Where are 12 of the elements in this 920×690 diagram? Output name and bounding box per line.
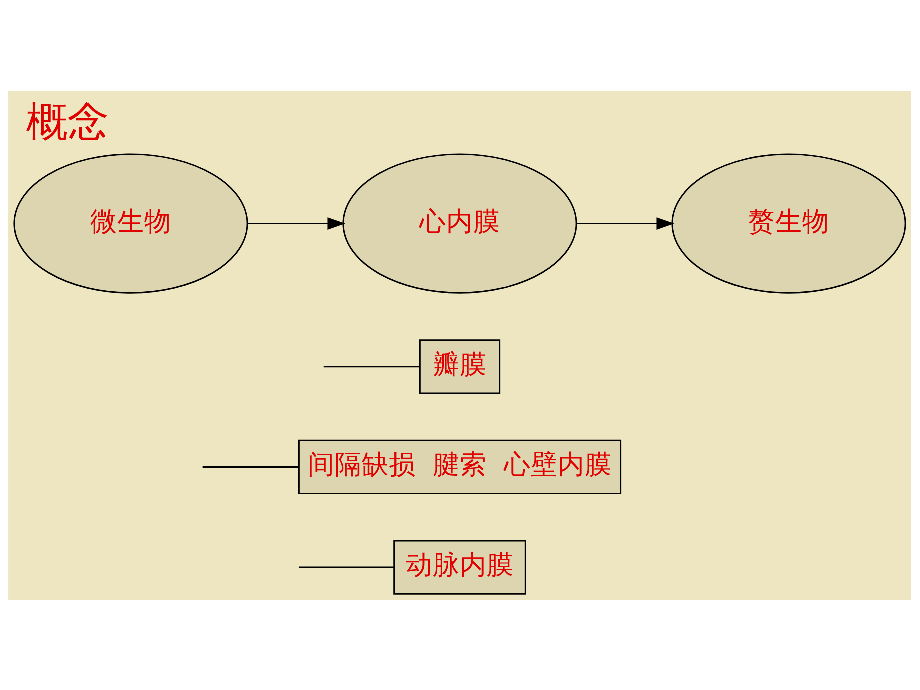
- arrow: [576, 217, 674, 230]
- node-box: 瓣膜: [419, 339, 501, 394]
- arrow: [248, 217, 346, 230]
- connector: [298, 566, 394, 568]
- node-ellipse: 心内膜: [342, 153, 578, 294]
- connector: [202, 466, 299, 468]
- connector: [324, 366, 420, 368]
- node-ellipse: 微生物: [14, 153, 248, 294]
- node-box: 间隔缺损 腱索 心壁内膜: [298, 439, 622, 494]
- node-box: 动脉内膜: [394, 540, 526, 594]
- diagram-title: 概念: [26, 97, 109, 146]
- node-ellipse: 赘生物: [672, 153, 906, 294]
